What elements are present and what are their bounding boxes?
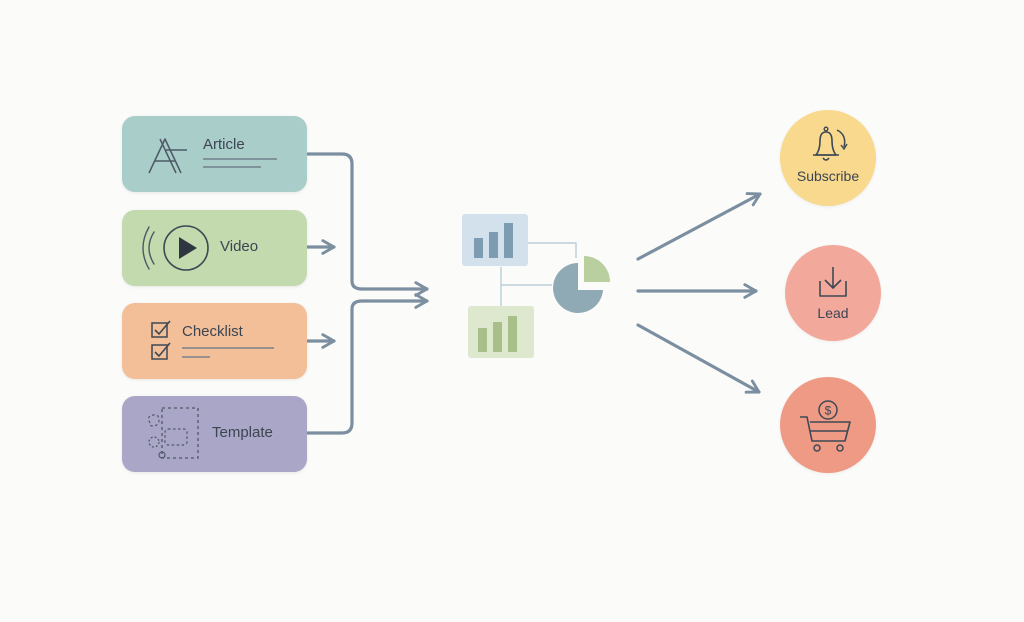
outcome-subscribe-label: Subscribe xyxy=(796,168,860,184)
card-video: Video xyxy=(122,210,307,286)
bar-chart-icon xyxy=(468,306,534,358)
download-icon xyxy=(819,267,847,297)
outcome-purchase: $ xyxy=(780,377,876,473)
outcome-lead-label: Lead xyxy=(817,305,849,321)
letter-a-icon xyxy=(148,138,187,174)
play-icon xyxy=(142,225,209,271)
hub-links xyxy=(500,242,577,308)
card-article: Article xyxy=(122,116,307,192)
card-template: Template xyxy=(122,396,307,472)
template-icon xyxy=(147,407,199,459)
card-template-label: Template xyxy=(212,424,273,441)
pie-chart-icon xyxy=(553,256,610,313)
card-article-label: Article xyxy=(203,136,245,153)
text-line xyxy=(182,356,210,358)
card-checklist: Checklist xyxy=(122,303,307,379)
text-line xyxy=(182,347,274,349)
purchase-arrow xyxy=(636,323,761,394)
analytics-hub xyxy=(455,208,625,368)
template-connector xyxy=(306,293,429,435)
article-connector xyxy=(306,152,429,297)
subscribe-arrow xyxy=(636,192,762,261)
checkbox-icon xyxy=(151,320,171,360)
shopping-cart-dollar-icon: $ xyxy=(800,400,851,452)
svg-text:$: $ xyxy=(825,404,832,418)
bell-icon xyxy=(813,126,848,161)
card-checklist-label: Checklist xyxy=(182,323,243,340)
outcome-subscribe: Subscribe xyxy=(780,110,876,206)
text-line xyxy=(203,158,277,160)
card-video-label: Video xyxy=(220,238,259,255)
outcome-lead: Lead xyxy=(785,245,881,341)
text-line xyxy=(203,166,261,168)
bar-chart-icon xyxy=(462,214,528,266)
